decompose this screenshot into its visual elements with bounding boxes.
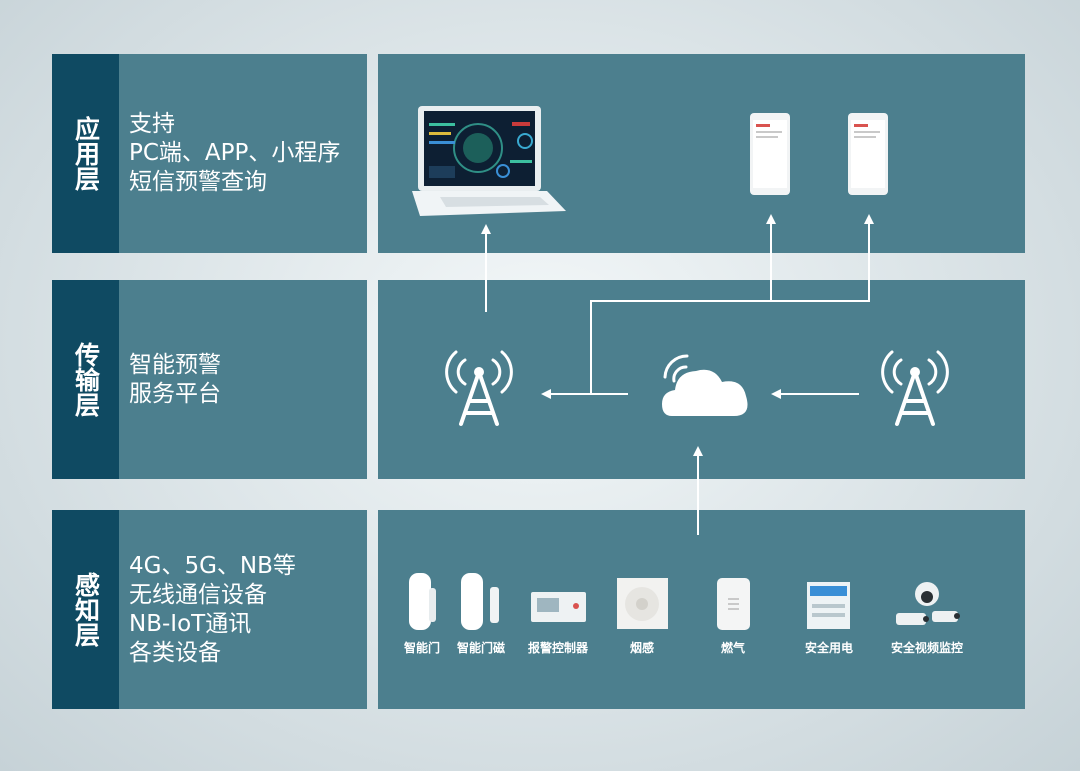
device-label: 烟感 <box>629 641 655 655</box>
desc-line: 支持 <box>129 111 175 137</box>
device-label: 安全视频监控 <box>890 641 964 655</box>
door-magnet-icon <box>461 573 499 630</box>
desc-line: 短信预警查询 <box>129 169 267 195</box>
door-sensor-icon <box>409 573 436 630</box>
signal-tower-icon <box>881 350 949 426</box>
desc-line: 无线通信设备 <box>129 581 267 608</box>
laptop-dashboard-icon <box>412 106 566 216</box>
device-label: 智能门磁 <box>456 641 506 655</box>
desc-line: 4G、5G、NB等 <box>129 552 296 579</box>
electrical-safety-box-icon <box>807 582 850 629</box>
connector-lines <box>481 214 874 535</box>
layer-desc-perception: 4G、5G、NB等 无线通信设备 NB-IoT通讯 各类设备 <box>119 510 367 709</box>
alarm-controller-icon <box>531 592 586 622</box>
layer-desc-application: 支持 PC端、APP、小程序 短信预警查询 <box>119 54 367 253</box>
desc-line: 智能预警 <box>129 351 221 378</box>
gas-detector-icon <box>717 578 750 630</box>
layer-title: 感知层 <box>71 572 101 647</box>
layer-title: 应用层 <box>71 116 101 191</box>
layer-label-perception: 感知层 <box>52 510 119 709</box>
mobile-phone-icon <box>750 113 790 195</box>
smoke-detector-icon <box>617 578 668 629</box>
layer-desc-transport: 智能预警 服务平台 <box>119 280 367 479</box>
device-label: 安全用电 <box>804 641 854 655</box>
desc-line: PC端、APP、小程序 <box>129 140 341 166</box>
desc-line: 各类设备 <box>129 639 221 666</box>
mobile-phone-icon <box>848 113 888 195</box>
cctv-camera-icon <box>896 582 960 625</box>
layer-label-transport: 传输层 <box>52 280 119 479</box>
cloud-icon <box>662 354 748 416</box>
layer-label-application: 应用层 <box>52 54 119 253</box>
desc-line: NB-IoT通讯 <box>129 610 252 637</box>
device-label: 燃气 <box>720 641 746 655</box>
layer-title: 传输层 <box>71 342 101 417</box>
device-label: 报警控制器 <box>527 641 589 655</box>
signal-tower-icon <box>445 350 513 426</box>
device-label: 智能门 <box>403 641 441 655</box>
desc-line: 服务平台 <box>129 380 221 407</box>
perception-panel <box>378 510 1025 709</box>
